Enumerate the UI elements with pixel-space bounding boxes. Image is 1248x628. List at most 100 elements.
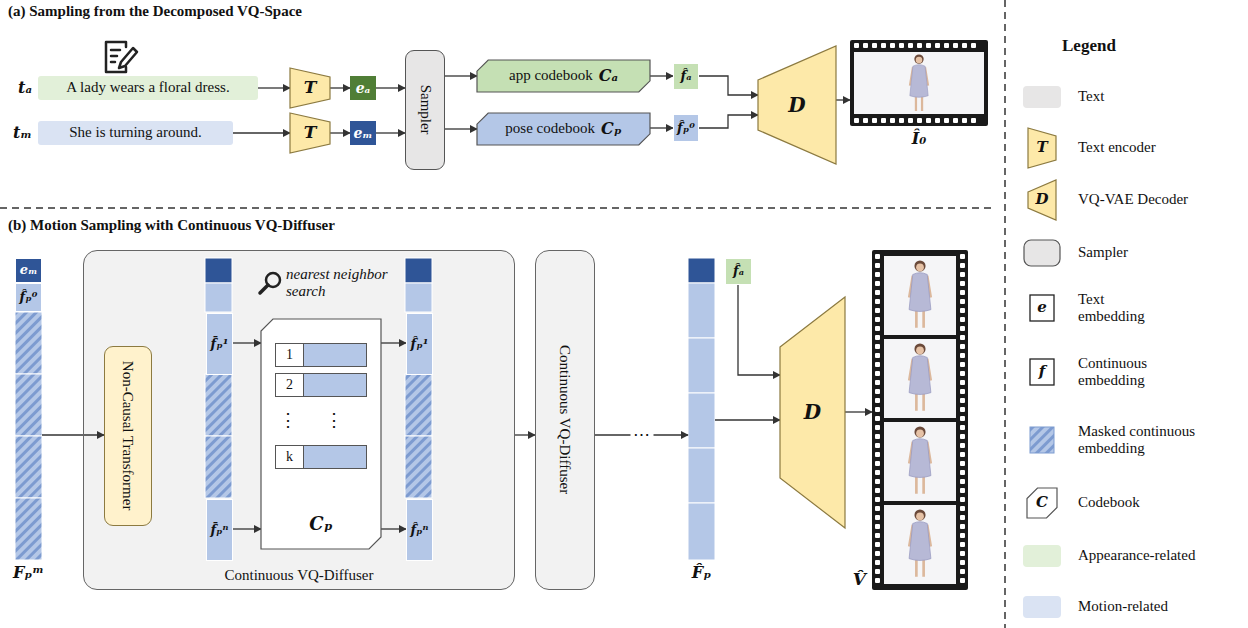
drawing-part	[960, 398, 965, 403]
node-text: V̂	[853, 570, 866, 590]
pose-codebook: pose codebookCₚ	[477, 113, 650, 145]
connector-arrow	[836, 99, 850, 100]
drawing-part	[960, 308, 965, 313]
drawing-part	[1024, 240, 1060, 266]
drawing-part	[960, 524, 965, 529]
drawing-part	[290, 68, 330, 108]
node-text: D	[788, 94, 805, 117]
node-text: tₐ	[18, 79, 32, 97]
drawing-part	[477, 113, 650, 145]
drawing-part	[909, 439, 931, 478]
drawing-part	[875, 290, 880, 295]
legend-symbol	[1020, 418, 1064, 462]
drawing-part	[875, 281, 880, 286]
drawing-part	[875, 425, 880, 430]
appearance-embedding: f̂ₐ	[725, 258, 752, 285]
person-figure	[910, 54, 928, 111]
connector-arrow	[330, 87, 350, 88]
node-text: T	[304, 78, 317, 98]
trapezoid-outline	[1028, 180, 1056, 220]
drawing-part	[875, 380, 880, 385]
predicted-embedding: f̄ₚⁿ	[206, 499, 233, 561]
node-text: Cₚ	[309, 514, 332, 535]
drawing-part	[875, 515, 880, 520]
drawing-part	[917, 118, 922, 123]
node-text: eₐ	[356, 80, 371, 96]
connector-arrow	[376, 87, 405, 88]
drawing-part	[875, 443, 880, 448]
edge-label: ⋯	[630, 425, 653, 445]
node-text: A lady wears a floral dress.	[66, 79, 229, 96]
drawing-part	[875, 389, 880, 394]
token-column: Fₚᵐeₘf̂ₚ⁰	[15, 258, 42, 560]
drawing-part	[881, 43, 886, 48]
drawing-part	[960, 416, 965, 421]
connector-arrow	[715, 419, 780, 420]
drawing-part	[960, 389, 965, 394]
node-text: eₘ	[20, 263, 38, 278]
drawing-part	[1027, 488, 1057, 518]
drawing-part	[960, 506, 965, 511]
pose-codebook: Cₚ12k	[261, 319, 381, 549]
ellipsis-mark: ⋮	[279, 411, 297, 429]
drawing-part	[875, 353, 880, 358]
drawing-part	[926, 43, 931, 48]
drawing-part	[960, 299, 965, 304]
drawing-part	[960, 290, 965, 295]
legend-text: Sampler	[1078, 244, 1128, 261]
drawing-part	[916, 346, 924, 354]
drawing-part	[875, 416, 880, 421]
drawing-part	[899, 43, 904, 48]
drawing-part	[914, 426, 925, 437]
drawing-part	[881, 118, 886, 123]
connector-arrow	[445, 75, 477, 76]
drawing-part	[875, 407, 880, 412]
drawing-part	[890, 43, 895, 48]
drawing-part	[875, 398, 880, 403]
connector-arrow	[233, 132, 290, 133]
legend-text: VQ-VAE Decoder	[1078, 191, 1188, 208]
node-text: Continuous VQ-Diffuser	[556, 345, 573, 494]
text-encoder: T	[290, 113, 330, 153]
continuous-vq-diffuser: Continuous VQ-Diffuser	[535, 250, 595, 590]
node-text: app codebook	[509, 67, 593, 84]
drawing-part	[908, 43, 913, 48]
drawing-part	[854, 43, 859, 48]
drawing-part	[960, 254, 965, 259]
drawing-part	[1030, 295, 1054, 321]
section-divider	[0, 207, 995, 209]
connector-arrow	[845, 411, 872, 412]
drawing-part	[875, 524, 880, 529]
section-heading: (b) Motion Sampling with Continuous VQ-D…	[8, 217, 335, 234]
connector-arrow	[738, 285, 780, 375]
connector-arrow	[515, 434, 535, 435]
sampler-box: Sampler	[405, 50, 445, 170]
connector-arrow	[381, 342, 406, 343]
drawing-part	[926, 118, 931, 123]
drawing-part	[960, 407, 965, 412]
connector-arrow	[381, 528, 406, 529]
drawing-part	[688, 448, 715, 503]
drawing-part	[910, 65, 928, 98]
drawing-part	[960, 497, 965, 502]
text-box: tₘShe is turning around.	[38, 121, 233, 145]
drawing-part	[960, 542, 965, 547]
drawing-part	[960, 479, 965, 484]
drawing-part	[405, 258, 432, 283]
drawing-part	[960, 380, 965, 385]
drawing-part	[875, 560, 880, 565]
drawing-part	[971, 118, 976, 123]
codebook-outline	[477, 113, 650, 145]
codebook-entry: k	[275, 445, 367, 469]
drawing-part	[890, 118, 895, 123]
drawing-part	[960, 371, 965, 376]
drawing-part	[914, 260, 925, 271]
person-figure	[909, 343, 931, 410]
drawing-part	[1028, 128, 1056, 168]
drawing-part	[960, 281, 965, 286]
film-strip: Î₀	[850, 40, 988, 126]
node-text: eₘ	[353, 125, 372, 141]
drawing-part	[875, 362, 880, 367]
drawing-part	[260, 285, 268, 293]
